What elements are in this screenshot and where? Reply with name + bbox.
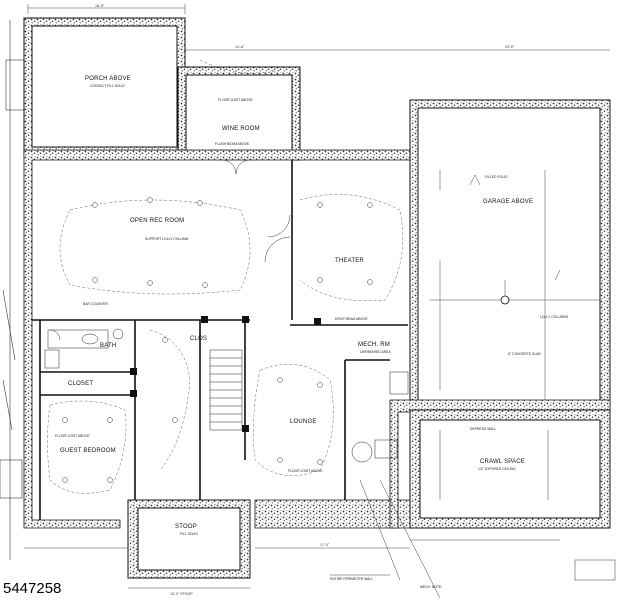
dim-top-mid: 14'-6": [235, 45, 245, 49]
crawl-label: CRAWL SPACE: [480, 459, 525, 465]
main-foundation-walls: [23, 149, 419, 529]
crawl-arrows: [439, 430, 549, 500]
mech-note: UNFINISHED AREA: [360, 350, 391, 354]
garage-details: [430, 170, 600, 400]
columns: [130, 316, 321, 432]
mech-label: MECH. RM: [358, 342, 390, 348]
guest-label: GUEST BEDROOM: [60, 448, 116, 454]
wine-label: WINE ROOM: [222, 126, 260, 132]
porch-note: CONTACT FILL SOLID: [90, 84, 125, 88]
dim-top-left: 18'-5": [95, 4, 105, 8]
lolly-note: LOLLY COLUMNS: [540, 315, 569, 319]
lolly-column: [500, 295, 510, 305]
crawl-note: 1/2" EXPOSED CEILING: [478, 467, 516, 471]
listing-id: 5447258: [3, 580, 62, 597]
door-swings: [49, 159, 291, 341]
dim-bottom-mid: 17'-0": [320, 543, 330, 547]
interior-walls: [32, 160, 408, 520]
closet-label: CLOSET: [68, 381, 93, 387]
bottom-dimensions: [24, 479, 560, 599]
wine-walls: [177, 66, 301, 161]
slab-note: 5" CONCRETE SLAB: [508, 352, 541, 356]
stoop-label: STOOP: [175, 524, 197, 530]
light-fixtures: [62, 197, 373, 483]
perimeter-note: ENTIRE PERIMETER WALL: [330, 577, 373, 581]
clos-label: CLOS: [190, 336, 207, 342]
mech-note-2: MECH. NOTE:: [420, 585, 442, 589]
rec-note: SUPPORT LOLLY COLUMN: [145, 237, 189, 241]
mech-equipment: [351, 371, 409, 463]
dim-bottom-left: 13'-0" STOOP: [170, 592, 193, 596]
bath-fixtures: [44, 328, 124, 369]
beam-note: FLUSH BEAM ABOVE: [215, 142, 250, 146]
crawl-walls: [409, 409, 611, 529]
stairs: [209, 349, 243, 431]
bath-label: BATH: [100, 343, 116, 349]
garage-note: FILLED SOLID: [485, 175, 508, 179]
top-dimensions: [27, 4, 610, 51]
stoop-note: FILL SOLID: [180, 532, 198, 536]
depress-note: DEPRESS WALL: [470, 427, 496, 431]
wine-note: FLOOR JOIST ABOVE: [218, 98, 253, 102]
notes-box: [574, 559, 616, 581]
bar-note: BAR COUNTER: [83, 302, 108, 306]
lighting-circuits: [47, 59, 404, 494]
porch-label: PORCH ABOVE: [85, 76, 131, 82]
lounge-note: FLOOR JOIST ABOVE: [288, 469, 323, 473]
garage-label: GARAGE ABOVE: [483, 199, 533, 205]
theater-label: THEATER: [335, 258, 364, 264]
stoop-walls: [127, 499, 251, 579]
guest-note: FLOOR JOIST ABOVE: [55, 434, 90, 438]
lounge-label: LOUNGE: [290, 419, 317, 425]
rec-label: OPEN REC ROOM: [130, 218, 184, 224]
drop-beam-note: DROP BEAM ABOVE: [335, 317, 368, 321]
dim-top-right: 23'-0": [505, 45, 515, 49]
